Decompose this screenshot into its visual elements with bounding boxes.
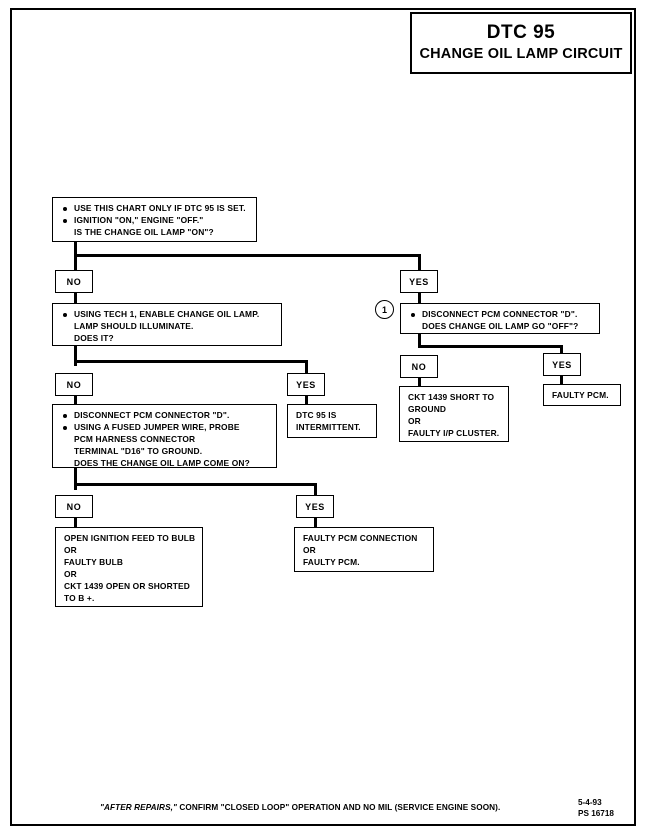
connector-tech1-to-yes: [305, 360, 308, 374]
box-ckt-1439-short-to-ground: CKT 1439 SHORT TO GROUND OR FAULTY I/P C…: [399, 386, 509, 442]
box-faulty-pcm-connection: FAULTY PCM CONNECTION OR FAULTY PCM.: [294, 527, 434, 572]
label-no-tech1: NO: [55, 373, 93, 396]
label-no-jumper: NO: [55, 495, 93, 518]
title-code: DTC 95: [486, 21, 556, 43]
label-no-start: NO: [55, 270, 93, 293]
disconnect-bullet-list: DISCONNECT PCM CONNECTOR "D". DOES CHANG…: [409, 309, 592, 333]
connector-no-to-ckt-short: [418, 378, 421, 386]
list-item: USING A FUSED JUMPER WIRE, PROBE PCM HAR…: [61, 422, 269, 470]
label-yes-jumper: YES: [296, 495, 334, 518]
footer-note-rest: CONFIRM "CLOSED LOOP" OPERATION AND NO M…: [177, 803, 501, 812]
footer-note-lead: "AFTER REPAIRS,": [100, 803, 177, 812]
connector-no-to-jumper: [74, 396, 77, 404]
reference-marker-1: 1: [375, 300, 394, 319]
tech1-bullet-list: USING TECH 1, ENABLE CHANGE OIL LAMP. LA…: [61, 309, 274, 345]
connector-jumper-to-yes: [314, 483, 317, 495]
box-tech1-enable-lamp: USING TECH 1, ENABLE CHANGE OIL LAMP. LA…: [52, 303, 282, 346]
footer-note: "AFTER REPAIRS," CONFIRM "CLOSED LOOP" O…: [100, 803, 500, 812]
connector-disconnect-to-yes: [560, 345, 563, 358]
list-item: IGNITION "ON," ENGINE "OFF." IS THE CHAN…: [61, 215, 249, 239]
label-yes-tech1: YES: [287, 373, 325, 396]
box-start-condition: USE THIS CHART ONLY IF DTC 95 IS SET. IG…: [52, 197, 257, 242]
footer-part-code: PS 16718: [578, 809, 614, 819]
footer-code-block: 5-4-93 PS 16718: [578, 797, 614, 819]
connector-tech1-branch-bar: [74, 360, 308, 363]
list-item: DISCONNECT PCM CONNECTOR "D".: [61, 410, 269, 422]
list-item: USING TECH 1, ENABLE CHANGE OIL LAMP. LA…: [61, 309, 274, 345]
connector-jumper-branch-bar: [74, 483, 317, 486]
title-block: DTC 95 CHANGE OIL LAMP CIRCUIT: [410, 12, 632, 74]
box-open-ignition-feed: OPEN IGNITION FEED TO BULB OR FAULTY BUL…: [55, 527, 203, 607]
box-faulty-pcm: FAULTY PCM.: [543, 384, 621, 406]
connector-start-branch-bar: [74, 254, 421, 257]
connector-disconnect-down: [418, 334, 421, 348]
connector-yes-to-disconnect: [418, 293, 421, 303]
label-no-disconnect: NO: [400, 355, 438, 378]
connector-jumper-down: [74, 468, 77, 490]
connector-no-to-open-ignition: [74, 518, 77, 527]
label-yes-start: YES: [400, 270, 438, 293]
box-disconnect-pcm-connector: DISCONNECT PCM CONNECTOR "D". DOES CHANG…: [400, 303, 600, 334]
title-name: CHANGE OIL LAMP CIRCUIT: [419, 46, 623, 63]
connector-start-to-yes: [418, 254, 421, 271]
list-item: USE THIS CHART ONLY IF DTC 95 IS SET.: [61, 203, 249, 215]
box-fused-jumper-probe: DISCONNECT PCM CONNECTOR "D". USING A FU…: [52, 404, 277, 468]
connector-tech1-down: [74, 346, 77, 366]
connector-yes-to-faulty-pcm: [560, 376, 563, 384]
label-yes-disconnect: YES: [543, 353, 581, 376]
connector-yes-to-intermittent: [305, 396, 308, 404]
connector-no-to-tech1: [74, 293, 77, 303]
footer-date: 5-4-93: [578, 798, 602, 807]
page-border: [10, 8, 636, 826]
box-dtc95-intermittent: DTC 95 IS INTERMITTENT.: [287, 404, 377, 438]
start-bullet-list: USE THIS CHART ONLY IF DTC 95 IS SET. IG…: [61, 203, 249, 239]
jumper-bullet-list: DISCONNECT PCM CONNECTOR "D". USING A FU…: [61, 410, 269, 470]
connector-yes-to-pcm-connection: [314, 518, 317, 527]
connector-disconnect-branch-bar: [418, 345, 563, 348]
list-item: DISCONNECT PCM CONNECTOR "D". DOES CHANG…: [409, 309, 592, 333]
